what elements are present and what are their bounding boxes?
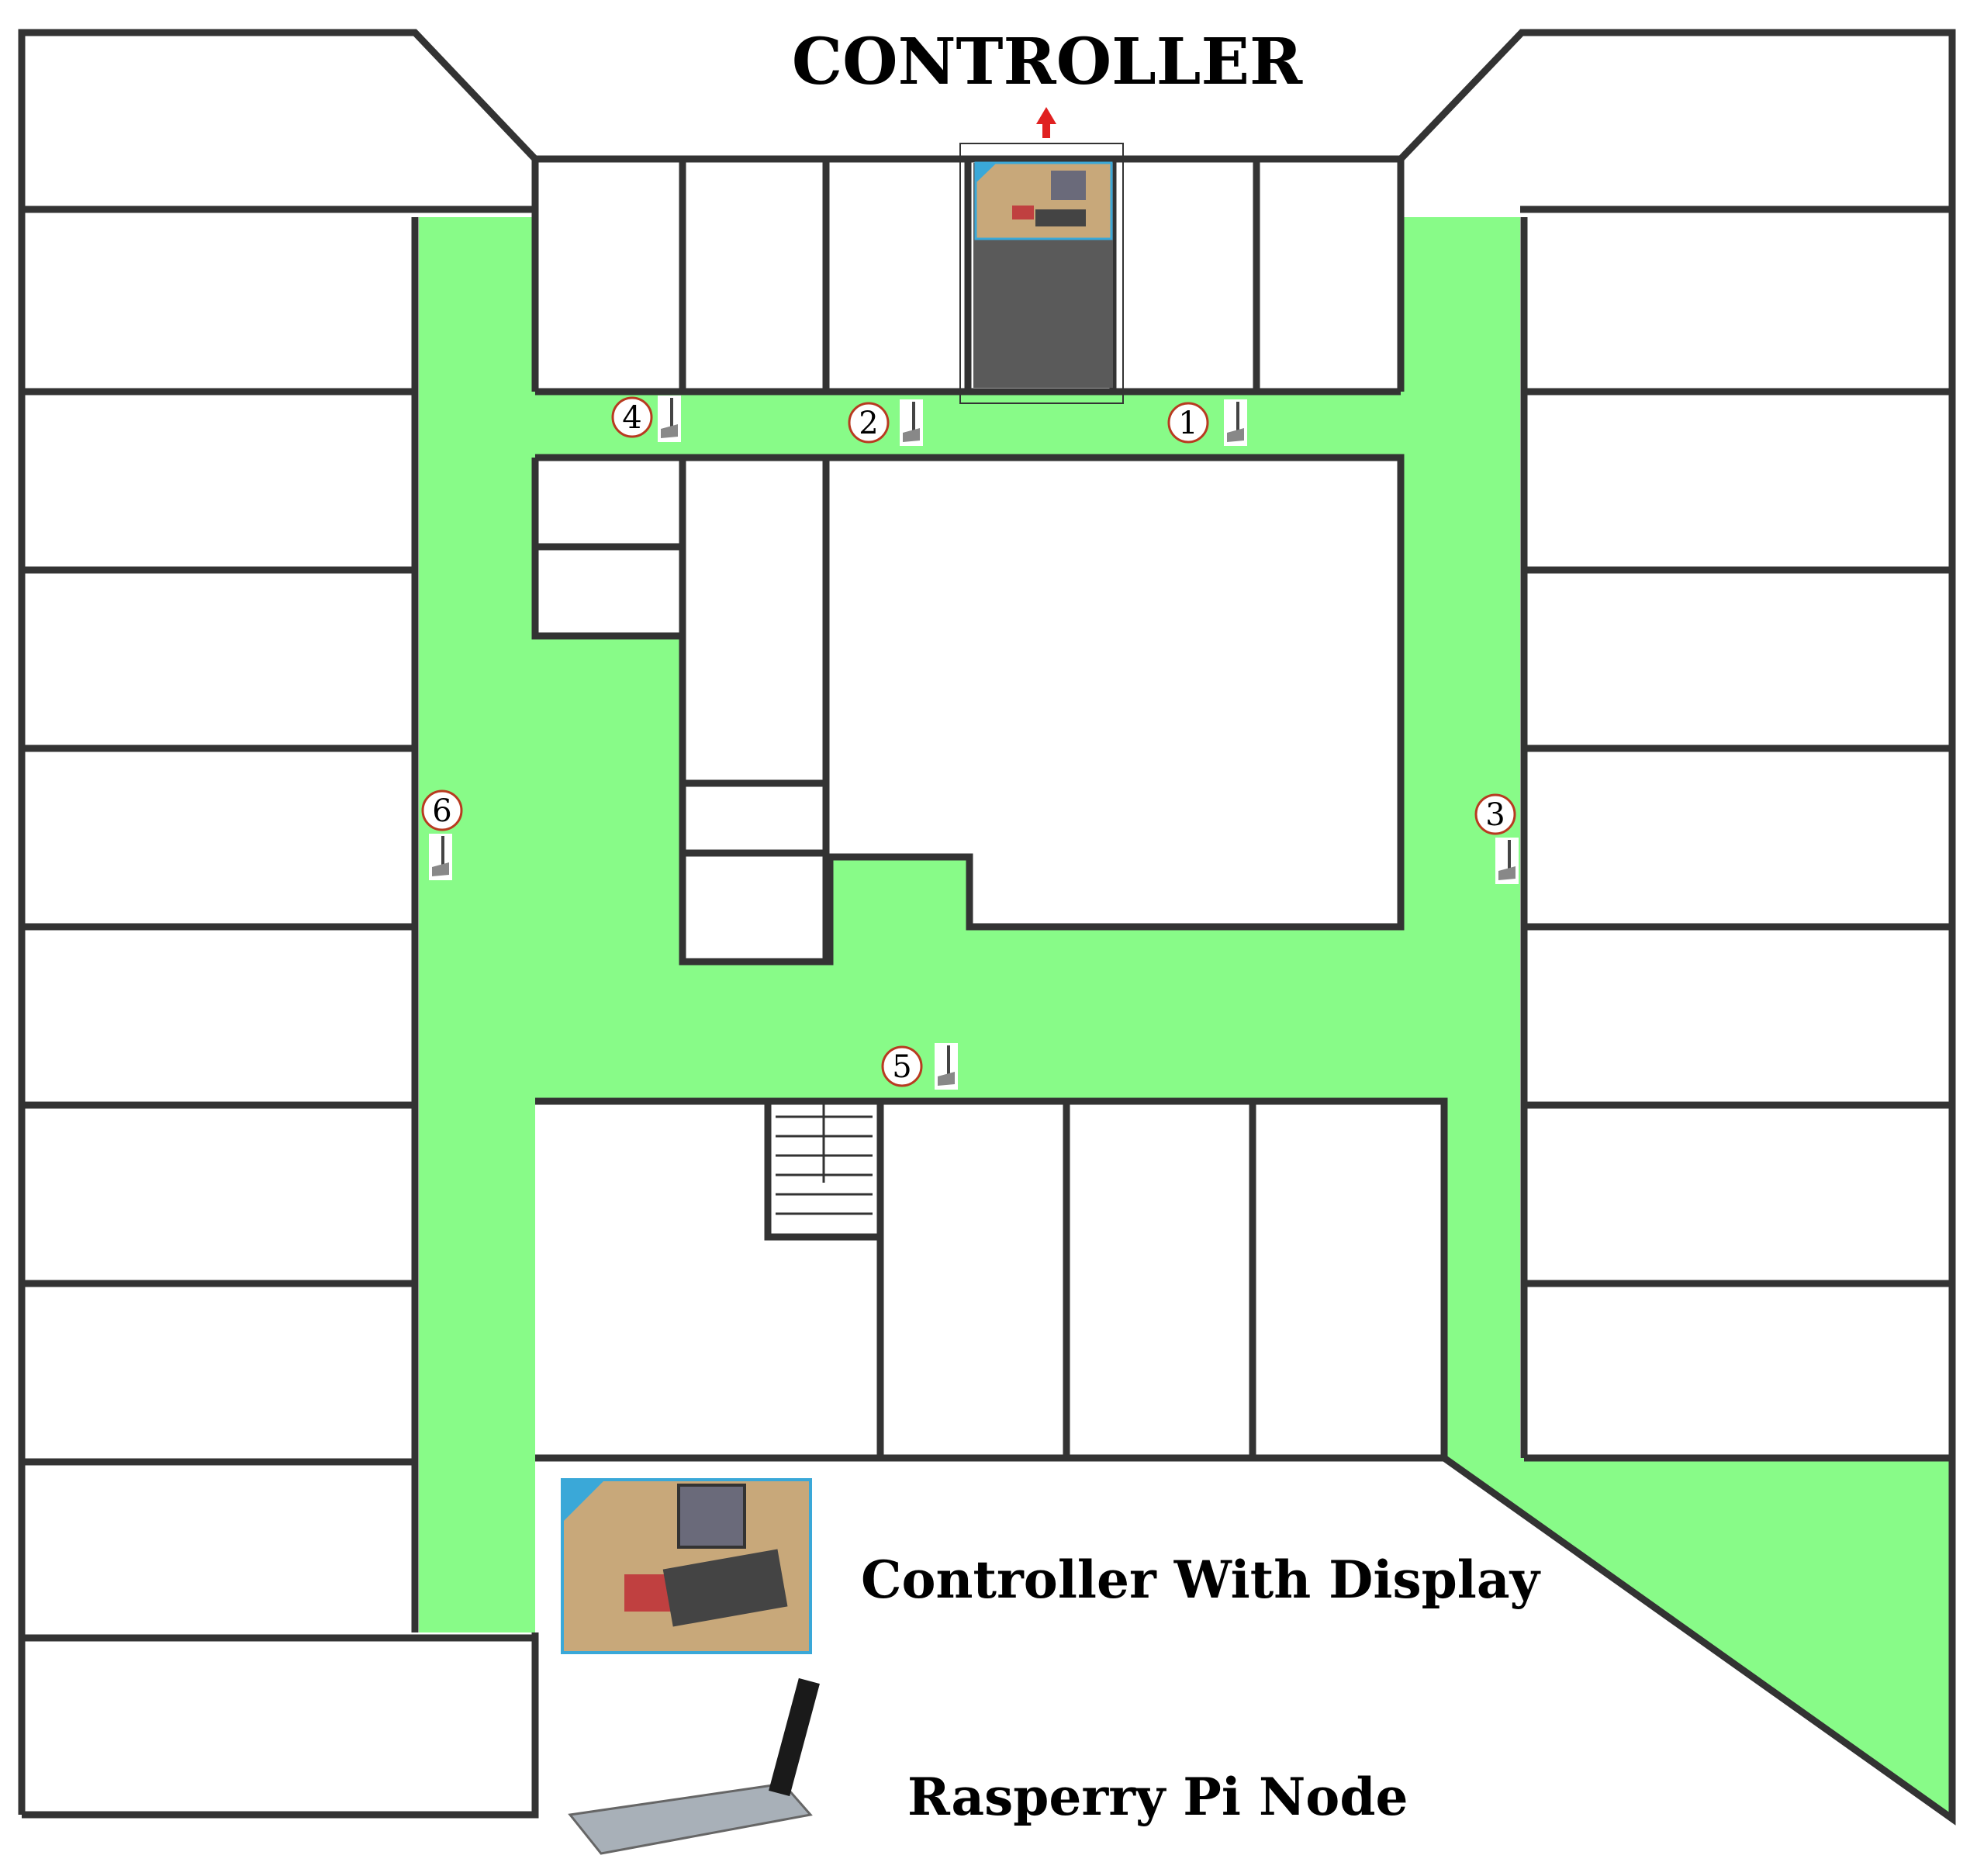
staircase bbox=[776, 1101, 873, 1215]
svg-text:4: 4 bbox=[622, 400, 641, 436]
legend-node-label: Rasperry Pi Node bbox=[907, 1767, 1408, 1827]
corridor-area bbox=[419, 217, 1952, 1819]
controller-thumbnail bbox=[974, 161, 1113, 240]
controller-arrow bbox=[1036, 107, 1056, 138]
node-2: 2 bbox=[848, 399, 923, 446]
node-4: 4 bbox=[611, 396, 681, 442]
node-6: 6 bbox=[421, 789, 463, 880]
svg-text:6: 6 bbox=[432, 793, 451, 829]
legend-controller-label: Controller With Display bbox=[861, 1550, 1541, 1610]
node-3: 3 bbox=[1474, 793, 1519, 884]
legend-node-photo bbox=[568, 1677, 820, 1855]
svg-text:2: 2 bbox=[859, 406, 878, 441]
svg-text:3: 3 bbox=[1485, 797, 1505, 833]
svg-text:5: 5 bbox=[892, 1049, 911, 1085]
svg-text:1: 1 bbox=[1178, 406, 1198, 441]
legend-controller-photo bbox=[561, 1478, 812, 1654]
walls bbox=[18, 29, 1956, 1826]
node-1: 1 bbox=[1167, 399, 1247, 446]
controller-highlight-box bbox=[959, 143, 1124, 404]
node-5: 5 bbox=[881, 1043, 958, 1090]
controller-title: CONTROLLER bbox=[792, 25, 1303, 99]
